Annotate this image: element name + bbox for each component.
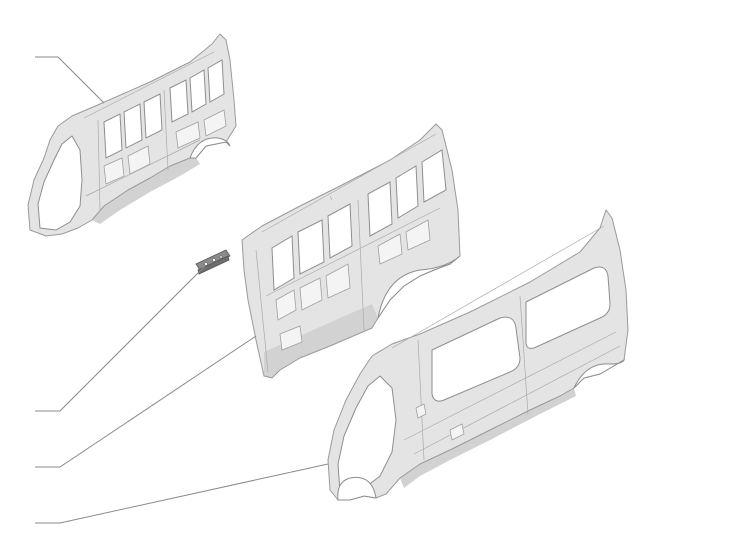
outer-side-panel-front[interactable] [327,209,629,501]
leader-line-bracket [35,264,207,412]
bracket-hole [212,258,216,262]
inner-side-panel-middle[interactable] [241,123,461,379]
leader-line-front-panel [35,463,329,524]
outer-side-panel-top[interactable] [27,33,237,237]
bracket-hole [219,255,223,259]
small-bracket[interactable] [195,249,231,275]
leader-line-middle-panel [35,335,257,468]
leader-line-top-panel [35,56,105,104]
